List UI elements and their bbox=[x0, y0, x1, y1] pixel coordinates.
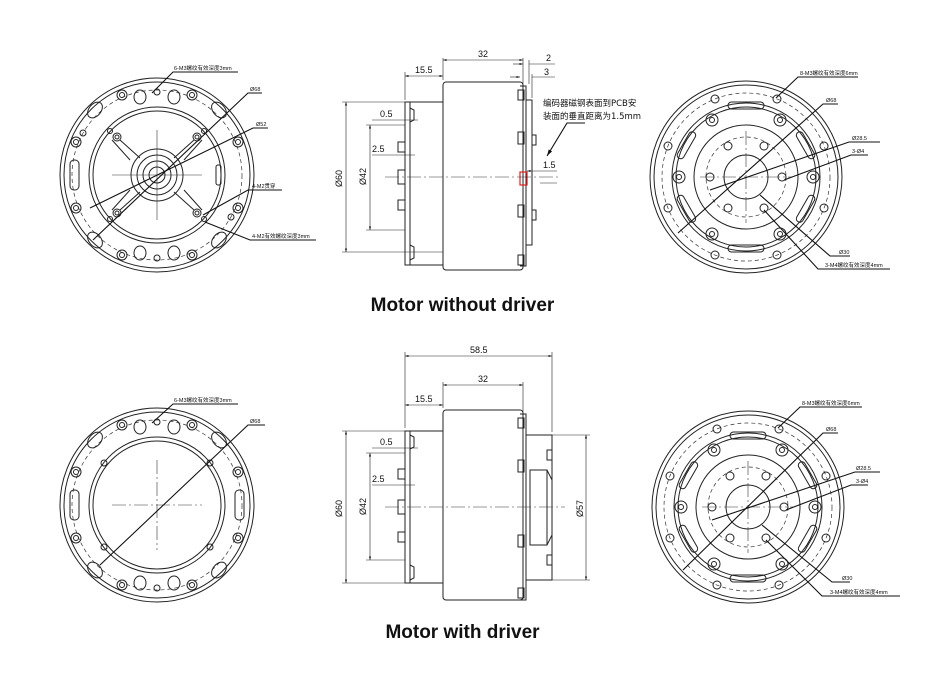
dim-2: 2 bbox=[546, 53, 551, 63]
dim-15-5: 15.5 bbox=[415, 394, 433, 404]
dim-15-5: 15.5 bbox=[415, 65, 433, 75]
label-d68: Ø68 bbox=[826, 98, 836, 104]
dim-2-5: 2.5 bbox=[372, 474, 385, 484]
dim-0-5: 0.5 bbox=[380, 109, 393, 119]
dim-0-5: 0.5 bbox=[380, 437, 393, 447]
front-view-top: 6-M3螺纹有效深度3mm Ø68 Ø52 4-M2贯穿 4-M2有效螺纹深度3… bbox=[59, 64, 316, 273]
side-view-bottom: 58.5 32 15.5 0.5 2.5 Ø60 Ø42 Ø57 bbox=[334, 345, 590, 601]
label-6-m3: 6-M3螺纹有效深度3mm bbox=[174, 64, 232, 72]
label-d68: Ø68 bbox=[250, 87, 260, 93]
dim-d42: Ø42 bbox=[358, 498, 368, 515]
label-3-m4: 3-M4螺纹有效深度4mm bbox=[825, 261, 883, 269]
label-8-m3: 8-M3螺纹有效深度6mm bbox=[800, 69, 858, 77]
label-d68: Ø68 bbox=[250, 419, 260, 425]
label-3-d4: 3-Ø4 bbox=[856, 479, 868, 485]
label-6-m3: 6-M3螺纹有效深度3mm bbox=[174, 396, 232, 404]
front-view-bottom: 6-M3螺纹有效深度3mm Ø68 bbox=[59, 396, 265, 603]
dim-d57: Ø57 bbox=[575, 500, 585, 517]
label-d30: Ø30 bbox=[842, 576, 852, 582]
dim-d42: Ø42 bbox=[358, 168, 368, 185]
label-4-m2-thread: 4-M2有效螺纹深度3mm bbox=[252, 232, 310, 240]
caption-motor-with-driver: Motor with driver bbox=[385, 622, 540, 643]
rear-view-top: 8-M3螺纹有效深度6mm Ø68 Ø28.5 3-Ø4 Ø30 3-M4螺纹有… bbox=[649, 69, 890, 274]
label-d68: Ø68 bbox=[826, 427, 836, 433]
dim-1-5: 1.5 bbox=[543, 160, 556, 170]
label-d28-5: Ø28.5 bbox=[856, 466, 871, 472]
label-4-m2-through: 4-M2贯穿 bbox=[252, 182, 276, 190]
label-d28-5: Ø28.5 bbox=[852, 136, 867, 142]
label-d30: Ø30 bbox=[839, 250, 849, 256]
dim-2-5: 2.5 bbox=[372, 144, 385, 154]
label-3-d4: 3-Ø4 bbox=[852, 149, 864, 155]
label-3-m4: 3-M4螺纹有效深度4mm bbox=[830, 588, 888, 596]
dim-d60: Ø60 bbox=[334, 500, 344, 517]
dim-58-5: 58.5 bbox=[470, 345, 488, 355]
encoder-note-line2: 装面的垂直距离为1.5mm bbox=[543, 111, 641, 122]
rear-view-bottom: 8-M3螺纹有效深度6mm Ø68 Ø28.5 3-Ø4 Ø30 3-M4螺纹有… bbox=[651, 399, 900, 604]
encoder-highlight bbox=[519, 171, 528, 186]
label-d52: Ø52 bbox=[256, 122, 266, 128]
dim-32: 32 bbox=[478, 374, 488, 384]
dim-32: 32 bbox=[478, 49, 488, 59]
dim-3: 3 bbox=[544, 67, 549, 77]
dim-d60: Ø60 bbox=[334, 170, 344, 187]
caption-motor-without-driver: Motor without driver bbox=[370, 295, 555, 316]
label-8-m3: 8-M3螺纹有效深度6mm bbox=[802, 399, 860, 407]
encoder-note-line1: 编码器磁钢表面到PCB安 bbox=[543, 98, 636, 109]
side-view-top: 32 2 3 15.5 0.5 2.5 Ø60 Ø42 1.5 编码器磁钢表面到… bbox=[334, 49, 641, 271]
